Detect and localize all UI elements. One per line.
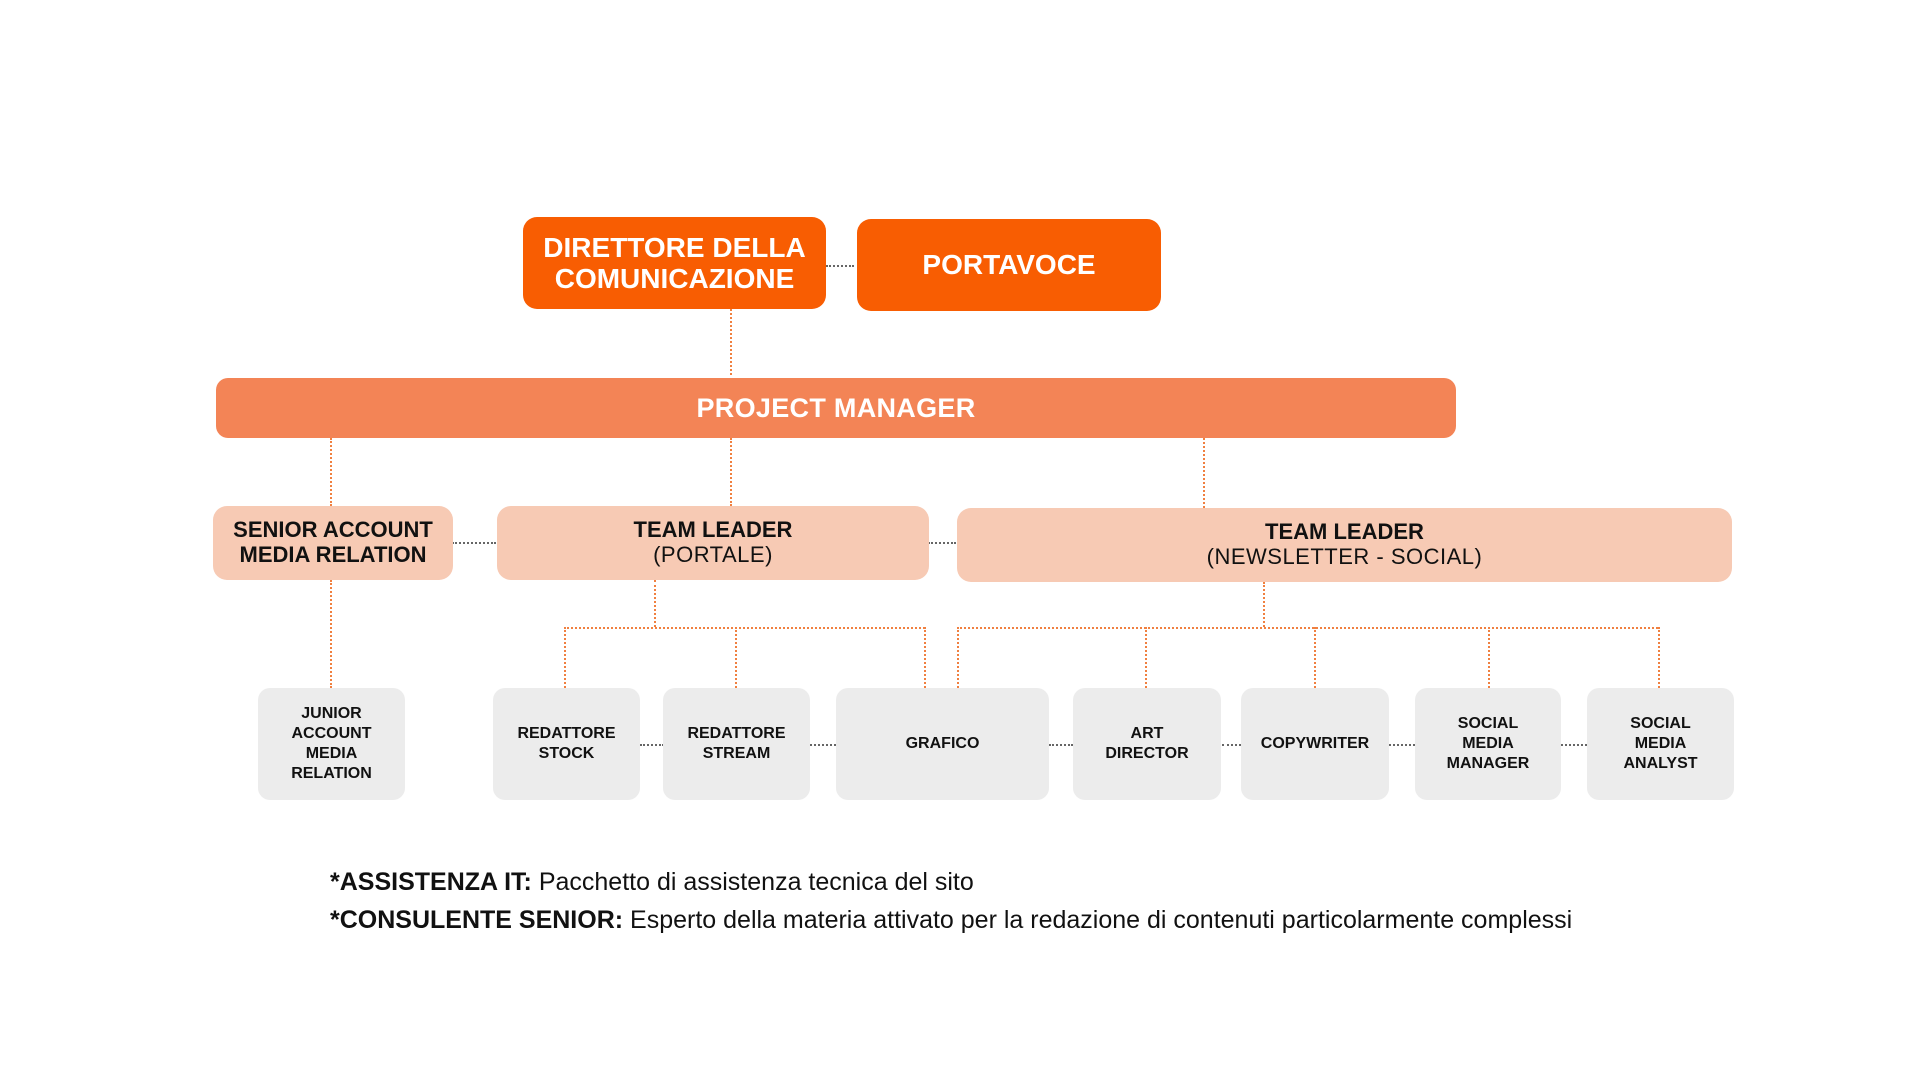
stream-line-1: REDATTORE <box>687 725 786 742</box>
connector-to-stream <box>735 627 737 688</box>
note-assistenza-it-text: Pacchetto di assistenza tecnica del sito <box>531 868 974 896</box>
project-manager-box: PROJECT MANAGER <box>216 378 1456 438</box>
connector-to-copywriter <box>1314 627 1316 688</box>
grafico-label: GRAFICO <box>905 735 980 752</box>
connector-newsletter-stem <box>1263 582 1265 627</box>
stream-line-2: STREAM <box>702 745 771 762</box>
stock-line-2: STOCK <box>538 745 595 762</box>
connector-portale-rail <box>564 627 925 629</box>
redattore-stream-box: REDATTORE STREAM <box>663 688 810 800</box>
connector-art-copy <box>1222 744 1241 746</box>
junior-line-1: JUNIOR <box>301 705 362 722</box>
connector-direttore-portavoce <box>826 265 854 267</box>
connector-manager-analyst <box>1561 744 1587 746</box>
connector-grafico-art <box>1049 744 1073 746</box>
footnotes: *ASSISTENZA IT: Pacchetto di assistenza … <box>330 863 1572 939</box>
smm-line-2: MEDIA <box>1462 735 1514 752</box>
connector-pm-portale <box>730 438 732 506</box>
note-consulente-senior: *CONSULENTE SENIOR: Esperto della materi… <box>330 901 1572 939</box>
connector-direttore-pm <box>730 309 732 375</box>
senior-account-box: SENIOR ACCOUNT MEDIA RELATION <box>213 506 453 580</box>
connector-stream-grafico <box>810 744 836 746</box>
grafico-box: GRAFICO <box>836 688 1049 800</box>
team-leader-newsletter-box: TEAM LEADER (NEWSLETTER - SOCIAL) <box>957 508 1732 582</box>
connector-senior-portale <box>452 542 496 544</box>
team-leader-portale-sub: (PORTALE) <box>653 542 773 567</box>
stock-line-1: REDATTORE <box>517 725 616 742</box>
sma-line-2: MEDIA <box>1634 735 1687 752</box>
team-leader-portale-title: TEAM LEADER <box>633 517 793 543</box>
connector-pm-newsletter <box>1203 438 1205 508</box>
connector-to-social-analyst <box>1658 627 1660 688</box>
portavoce-label: PORTAVOCE <box>922 249 1096 281</box>
connector-copy-manager <box>1389 744 1415 746</box>
smm-line-3: MANAGER <box>1446 755 1530 772</box>
connector-portale-stem <box>654 580 656 627</box>
connector-to-art-director <box>1145 627 1147 688</box>
junior-account-box: JUNIOR ACCOUNT MEDIA RELATION <box>258 688 405 800</box>
note-assistenza-it: *ASSISTENZA IT: Pacchetto di assistenza … <box>330 863 1572 901</box>
connector-newsletter-rail <box>957 627 1658 629</box>
sma-line-3: ANALYST <box>1623 755 1698 772</box>
direttore-comunicazione-box: DIRETTORE DELLA COMUNICAZIONE <box>523 217 826 309</box>
junior-line-2: ACCOUNT <box>291 725 372 742</box>
connector-senior-junior <box>330 580 332 688</box>
art-line-2: DIRECTOR <box>1105 745 1189 762</box>
sma-line-1: SOCIAL <box>1630 715 1691 732</box>
connector-to-social-manager <box>1488 627 1490 688</box>
smm-line-1: SOCIAL <box>1457 715 1519 732</box>
art-director-box: ART DIRECTOR <box>1073 688 1221 800</box>
copywriter-label: COPYWRITER <box>1260 735 1370 752</box>
team-leader-newsletter-sub: (NEWSLETTER - SOCIAL) <box>1206 544 1483 569</box>
portavoce-box: PORTAVOCE <box>857 219 1161 311</box>
project-manager-label: PROJECT MANAGER <box>696 392 976 423</box>
note-consulente-senior-text: Esperto della materia attivato per la re… <box>623 906 1573 934</box>
connector-newsletter-to-grafico <box>957 627 959 688</box>
direttore-line-1: DIRETTORE DELLA <box>543 231 806 263</box>
redattore-stock-box: REDATTORE STOCK <box>493 688 640 800</box>
note-assistenza-it-label: *ASSISTENZA IT: <box>330 868 532 896</box>
junior-line-4: RELATION <box>291 765 372 782</box>
team-leader-newsletter-title: TEAM LEADER <box>1265 519 1424 545</box>
note-consulente-senior-label: *CONSULENTE SENIOR: <box>330 906 624 934</box>
direttore-line-2: COMUNICAZIONE <box>554 263 795 294</box>
art-line-1: ART <box>1130 725 1164 742</box>
junior-line-3: MEDIA <box>305 745 358 762</box>
connector-pm-senior <box>330 438 332 506</box>
senior-account-line-2: MEDIA RELATION <box>239 542 427 567</box>
team-leader-portale-box: TEAM LEADER (PORTALE) <box>497 506 929 580</box>
social-media-manager-box: SOCIAL MEDIA MANAGER <box>1415 688 1561 800</box>
connector-stock-stream <box>640 744 664 746</box>
connector-portale-to-grafico <box>924 627 926 688</box>
senior-account-line-1: SENIOR ACCOUNT <box>233 517 433 543</box>
social-media-analyst-box: SOCIAL MEDIA ANALYST <box>1587 688 1734 800</box>
connector-to-stock <box>564 627 566 688</box>
copywriter-box: COPYWRITER <box>1241 688 1389 800</box>
connector-portale-newsletter <box>928 542 956 544</box>
